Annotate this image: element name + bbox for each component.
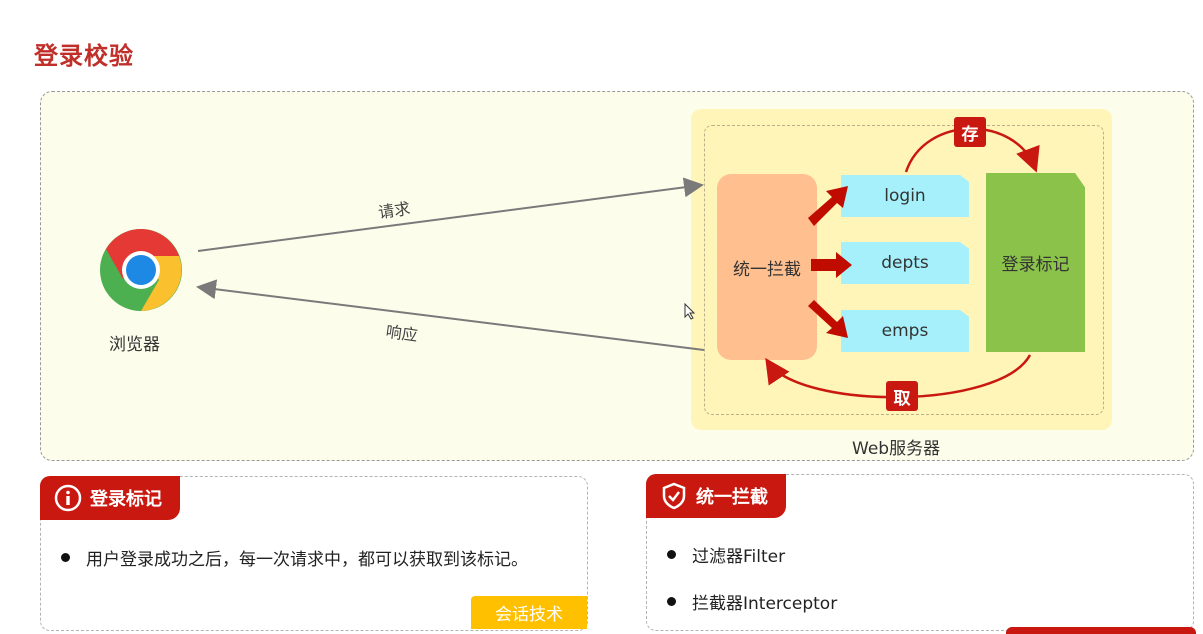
shield-check-icon (660, 482, 688, 510)
store-tag: 存 (954, 117, 986, 147)
web-server-label: Web服务器 (852, 439, 941, 459)
bullet-dot (667, 550, 676, 559)
mouse-cursor-icon (684, 303, 696, 320)
endpoint-emps: emps (841, 310, 969, 352)
login-mark-bullet-text: 用户登录成功之后，每一次请求中，都可以获取到该标记。 (86, 550, 528, 570)
endpoint-login: login (841, 175, 969, 217)
login-mark-bullet: 用户登录成功之后，每一次请求中，都可以获取到该标记。 (61, 545, 528, 570)
interception-bullet-interceptor: 拦截器Interceptor (667, 589, 837, 614)
endpoint-depts: depts (841, 242, 969, 284)
unified-interceptor-block: 统一拦截 (717, 174, 817, 360)
login-mark-card-title: 登录标记 (90, 489, 162, 510)
login-mark-block: 登录标记 (986, 173, 1085, 352)
web-server-inner-border (704, 125, 1104, 415)
session-technology-tag: 会话技术 (471, 596, 587, 629)
browser-label: 浏览器 (109, 335, 160, 355)
info-icon (54, 484, 82, 512)
bullet-dot (667, 597, 676, 606)
corner-accent-bar (1006, 627, 1196, 634)
request-label: 请求 (377, 198, 412, 223)
login-mark-card-header: 登录标记 (40, 476, 180, 520)
interception-card: 统一拦截 过滤器Filter 拦截器Interceptor (646, 474, 1194, 631)
interception-bullet-filter: 过滤器Filter (667, 542, 785, 567)
interception-bullet-filter-text: 过滤器Filter (692, 547, 786, 567)
fetch-tag: 取 (886, 381, 918, 411)
interception-card-header: 统一拦截 (646, 474, 786, 518)
page-title: 登录校验 (34, 42, 134, 70)
interception-bullet-interceptor-text: 拦截器Interceptor (692, 594, 838, 614)
response-label: 响应 (384, 321, 419, 346)
interception-card-title: 统一拦截 (696, 487, 768, 508)
bullet-dot (61, 553, 70, 562)
chrome-browser-icon (100, 229, 182, 311)
